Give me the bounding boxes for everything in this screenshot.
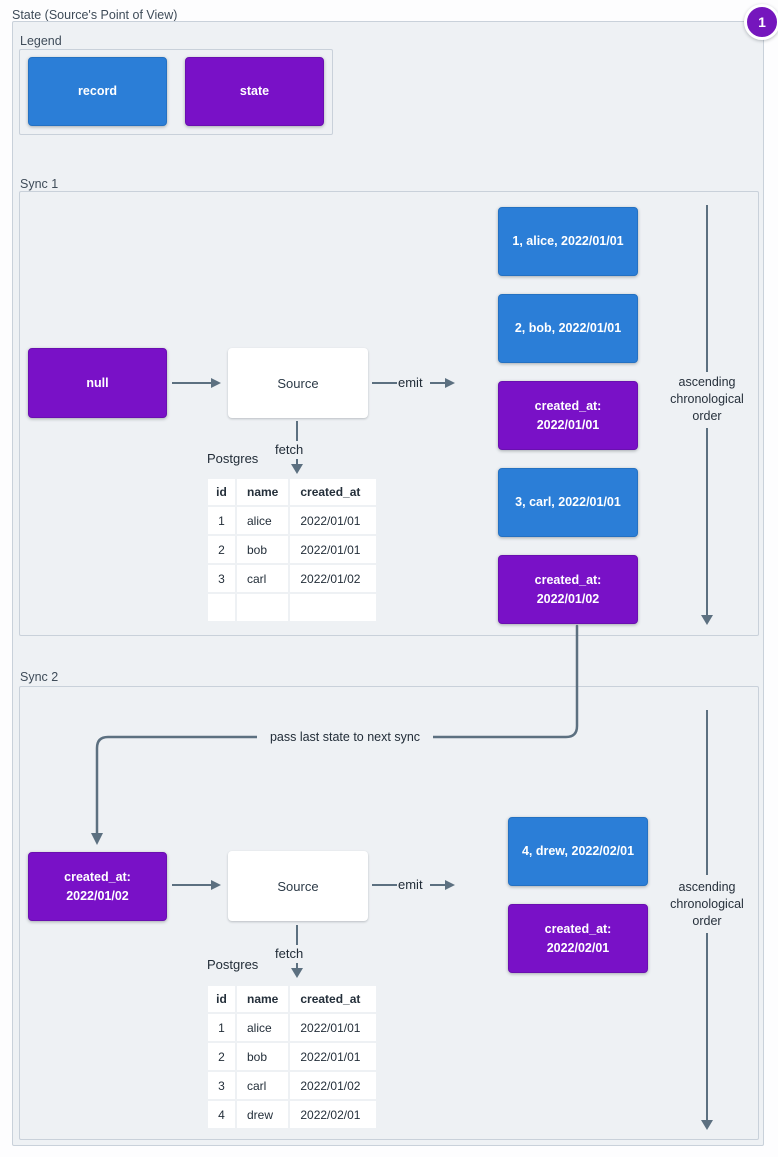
- sync1-order-note: ascending chronological order: [670, 375, 744, 423]
- sync2-input-state-box: created_at: 2022/01/02: [28, 852, 167, 921]
- emitted-state-box: created_at: 2022/02/01: [508, 904, 648, 973]
- emit-line: [372, 884, 397, 886]
- sync1-fetch-label: fetch: [275, 442, 304, 457]
- table-cell: 2022/02/01: [290, 1101, 377, 1128]
- table-cell: bob: [237, 1043, 289, 1070]
- sync1-emit-label: emit: [398, 375, 423, 390]
- emit-line: [430, 884, 445, 886]
- sync2-label: Sync 2: [20, 670, 59, 684]
- table-cell: alice: [237, 507, 289, 534]
- table-cell: 2022/01/02: [290, 1072, 377, 1099]
- order-arrow-head: [701, 615, 713, 625]
- sync2-postgres-table: id name created_at 1 alice 2022/01/01 2 …: [206, 984, 378, 1130]
- order-line: [706, 710, 708, 875]
- sync2-source-box: Source: [228, 851, 368, 921]
- order-arrow-head: [701, 1120, 713, 1130]
- table-header-cell: name: [237, 986, 289, 1012]
- sync1-input-state-box: null: [28, 348, 167, 418]
- pass-state-label: pass last state to next sync: [257, 730, 433, 744]
- flow-arrow-line: [172, 382, 211, 384]
- emit-arrow-head: [445, 378, 455, 388]
- table-cell: carl: [237, 1072, 289, 1099]
- emit-line: [430, 382, 445, 384]
- table-header-cell: name: [237, 479, 289, 505]
- table-header-cell: id: [208, 986, 235, 1012]
- table-cell: 4: [208, 1101, 235, 1128]
- table-cell: carl: [237, 565, 289, 592]
- emitted-state-box: created_at: 2022/01/02: [498, 555, 638, 624]
- table-cell: 3: [208, 1072, 235, 1099]
- sync2-emit-label: emit: [398, 877, 423, 892]
- sync2-fetch-label: fetch: [275, 946, 304, 961]
- table-cell: [290, 594, 377, 621]
- table-cell: 2: [208, 536, 235, 563]
- fetch-line: [296, 925, 298, 945]
- table-row-empty: [208, 594, 377, 621]
- order-line: [706, 428, 708, 615]
- table-cell: 2022/01/01: [290, 507, 377, 534]
- table-row: 3 carl 2022/01/02: [208, 1072, 377, 1099]
- table-cell: 1: [208, 507, 235, 534]
- legend-label: Legend: [20, 34, 62, 48]
- emitted-record-box: 4, drew, 2022/02/01: [508, 817, 648, 886]
- table-row: 2 bob 2022/01/01: [208, 1043, 377, 1070]
- table-cell: 2022/01/01: [290, 1014, 377, 1041]
- fetch-arrow-head: [291, 464, 303, 474]
- table-cell: drew: [237, 1101, 289, 1128]
- table-header-cell: created_at: [290, 986, 377, 1012]
- emit-line: [372, 382, 397, 384]
- order-line: [706, 933, 708, 1120]
- table-cell: [237, 594, 289, 621]
- table-cell: 1: [208, 1014, 235, 1041]
- table-row: 4 drew 2022/02/01: [208, 1101, 377, 1128]
- sync1-source-box: Source: [228, 348, 368, 418]
- emitted-record-box: 2, bob, 2022/01/01: [498, 294, 638, 363]
- sync1-label: Sync 1: [20, 177, 59, 191]
- table-cell: 2022/01/02: [290, 565, 377, 592]
- sync2-db-label: Postgres: [207, 957, 259, 972]
- flow-arrow-head: [211, 880, 221, 890]
- sync1-postgres-table: id name created_at 1 alice 2022/01/01 2 …: [206, 477, 378, 623]
- fetch-line: [296, 459, 298, 464]
- sync1-db-label: Postgres: [207, 451, 259, 466]
- table-cell: 3: [208, 565, 235, 592]
- order-line: [706, 205, 708, 372]
- table-row: 3 carl 2022/01/02: [208, 565, 377, 592]
- emitted-record-box: 3, carl, 2022/01/01: [498, 468, 638, 537]
- table-cell: [208, 594, 235, 621]
- flow-arrow-head: [211, 378, 221, 388]
- step-badge: 1: [744, 4, 778, 40]
- fetch-line: [296, 963, 298, 968]
- table-header-cell: id: [208, 479, 235, 505]
- table-cell: 2: [208, 1043, 235, 1070]
- flow-arrow-line: [172, 884, 211, 886]
- emit-arrow-head: [445, 880, 455, 890]
- table-row: 2 bob 2022/01/01: [208, 536, 377, 563]
- table-header-cell: created_at: [290, 479, 377, 505]
- legend-record-box: record: [28, 57, 167, 126]
- page-title: State (Source's Point of View): [12, 8, 178, 22]
- table-cell: 2022/01/01: [290, 536, 377, 563]
- fetch-arrow-head: [291, 968, 303, 978]
- emitted-record-box: 1, alice, 2022/01/01: [498, 207, 638, 276]
- table-row: 1 alice 2022/01/01: [208, 1014, 377, 1041]
- table-cell: 2022/01/01: [290, 1043, 377, 1070]
- fetch-line: [296, 421, 298, 441]
- legend-state-box: state: [185, 57, 324, 126]
- emitted-state-box: created_at: 2022/01/01: [498, 381, 638, 450]
- table-cell: alice: [237, 1014, 289, 1041]
- sync2-order-note: ascending chronological order: [670, 880, 744, 928]
- table-cell: bob: [237, 536, 289, 563]
- table-row: 1 alice 2022/01/01: [208, 507, 377, 534]
